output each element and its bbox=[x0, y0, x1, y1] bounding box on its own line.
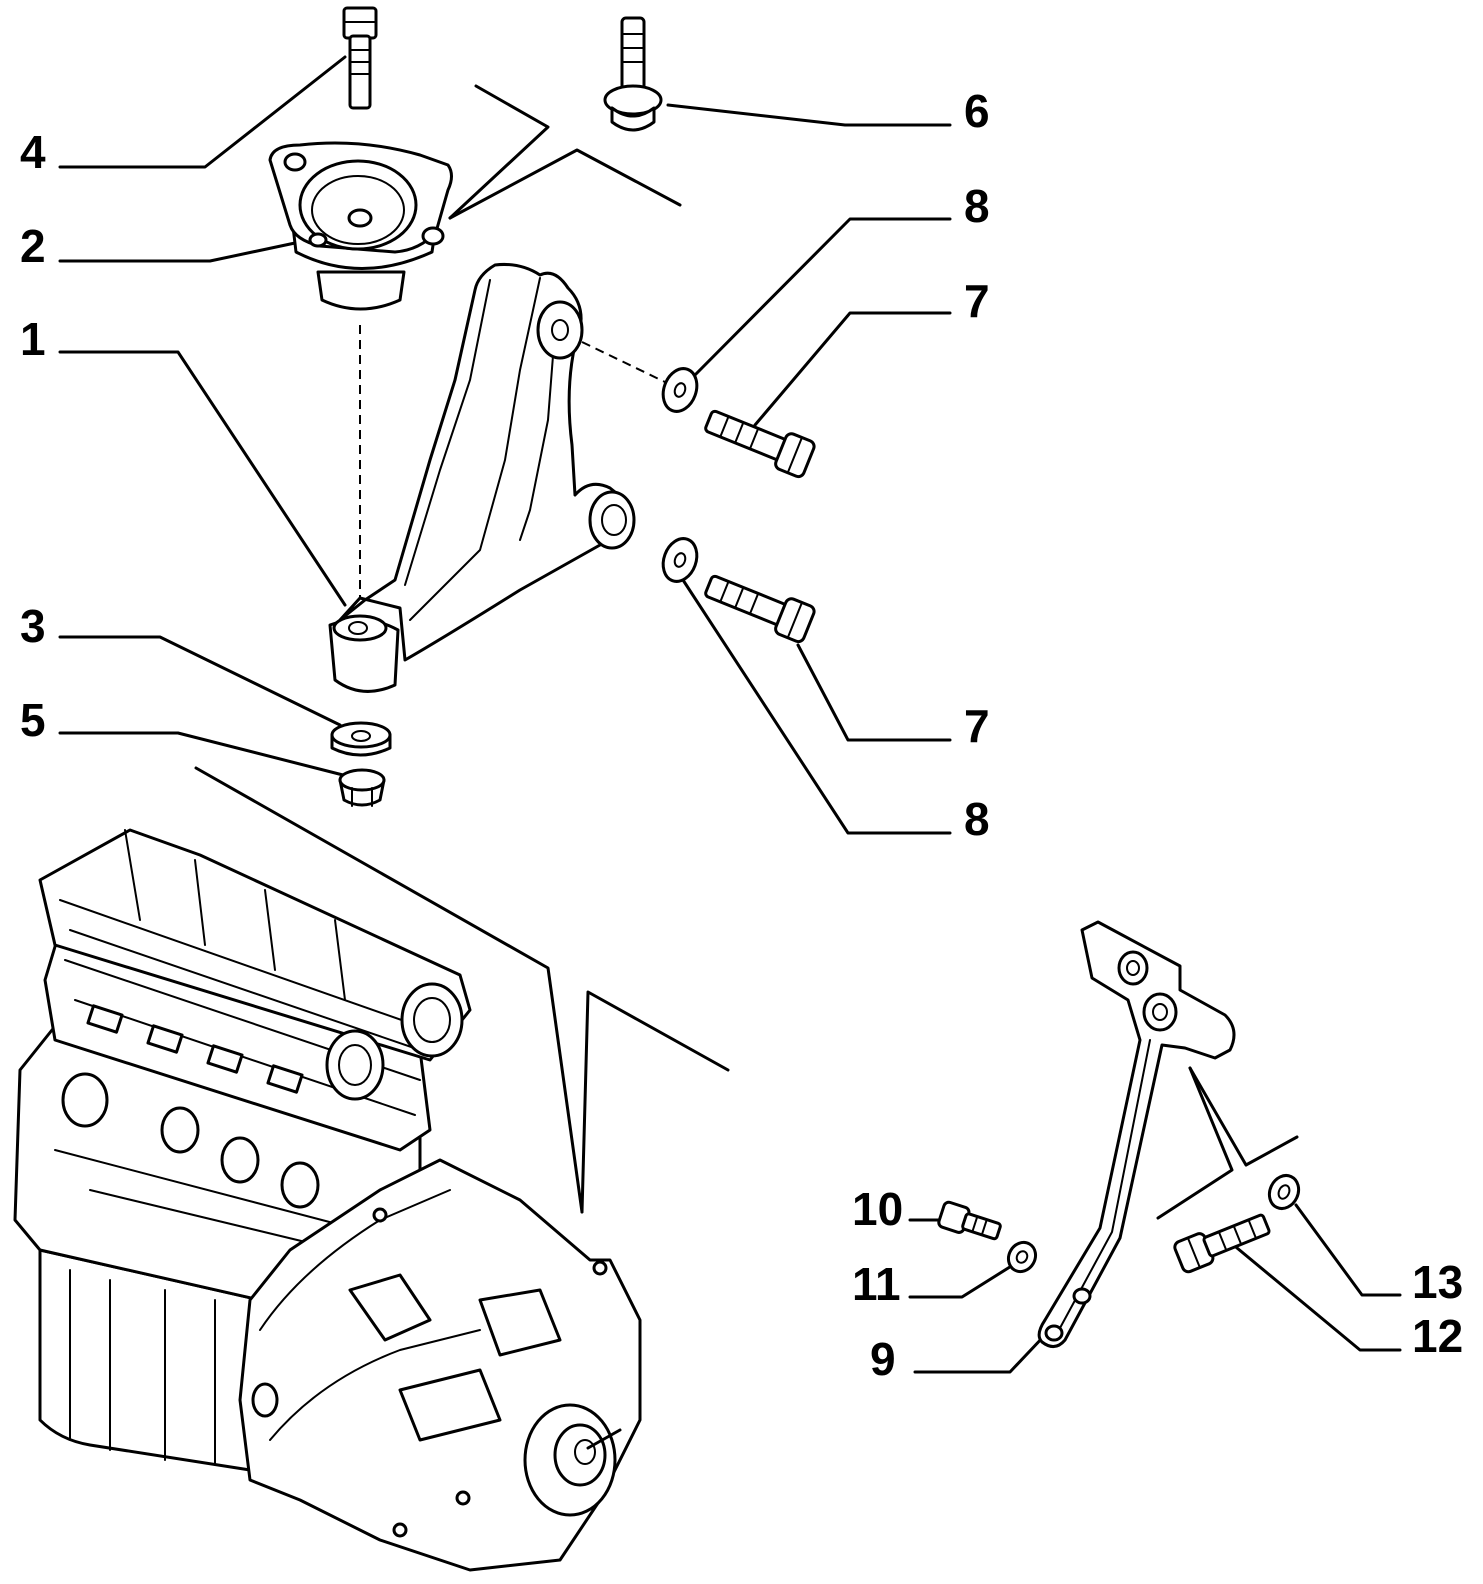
leader-8a bbox=[690, 217, 952, 380]
leader-6 bbox=[666, 103, 952, 127]
callout-11: 11 bbox=[852, 1258, 901, 1310]
callout-9: 9 bbox=[870, 1333, 896, 1385]
engine-gearbox-assembly bbox=[13, 828, 642, 1572]
bolt-part-12 bbox=[1173, 1213, 1271, 1274]
leader-9 bbox=[913, 1333, 1047, 1374]
bolt-part-7-upper bbox=[704, 409, 816, 479]
callout-13: 13 bbox=[1412, 1256, 1463, 1308]
callout-12: 12 bbox=[1412, 1310, 1463, 1362]
strut-arm-part-9 bbox=[1037, 920, 1236, 1348]
callout-4: 4 bbox=[20, 126, 46, 178]
leader-1 bbox=[58, 350, 347, 607]
nut-part-5 bbox=[338, 768, 386, 807]
leader-12 bbox=[1223, 1236, 1402, 1352]
leader-4 bbox=[58, 55, 347, 169]
leader-3 bbox=[58, 635, 342, 727]
washer-part-8-lower bbox=[661, 537, 699, 583]
bolt-part-10 bbox=[937, 1200, 1002, 1241]
support-bracket-part-1 bbox=[328, 263, 636, 693]
callout-1: 1 bbox=[20, 313, 46, 365]
callout-labels: 4 2 1 3 5 6 8 7 7 8 10 11 9 13 12 bbox=[20, 85, 1463, 1385]
leader-13 bbox=[1294, 1203, 1402, 1297]
washer-part-3 bbox=[330, 721, 392, 757]
leader-lines bbox=[58, 55, 1402, 1374]
mount-cup-part-2 bbox=[268, 141, 453, 311]
axis-centerline bbox=[581, 341, 666, 383]
washer-part-11 bbox=[1006, 1240, 1038, 1274]
callout-6: 6 bbox=[964, 85, 990, 137]
callout-7-upper: 7 bbox=[964, 275, 990, 327]
assembly-bracket-lines bbox=[194, 84, 1299, 1220]
leader-8b bbox=[681, 578, 952, 835]
callout-2: 2 bbox=[20, 220, 46, 272]
washer-part-13 bbox=[1267, 1173, 1301, 1211]
bolt-part-7-lower bbox=[704, 574, 816, 644]
washer-part-8-upper bbox=[661, 367, 699, 413]
callout-8-lower: 8 bbox=[964, 793, 990, 845]
leader-5 bbox=[58, 731, 345, 777]
bolt-part-4 bbox=[342, 6, 378, 110]
leader-7b bbox=[796, 643, 952, 742]
leader-11 bbox=[908, 1263, 1015, 1299]
flanged-bolt-part-6 bbox=[603, 16, 663, 132]
callout-5: 5 bbox=[20, 694, 46, 746]
callout-8-upper: 8 bbox=[964, 180, 990, 232]
leader-2 bbox=[58, 241, 297, 263]
callout-3: 3 bbox=[20, 600, 46, 652]
leader-7a bbox=[753, 311, 952, 427]
callout-10: 10 bbox=[852, 1183, 903, 1235]
callout-7-lower: 7 bbox=[964, 700, 990, 752]
